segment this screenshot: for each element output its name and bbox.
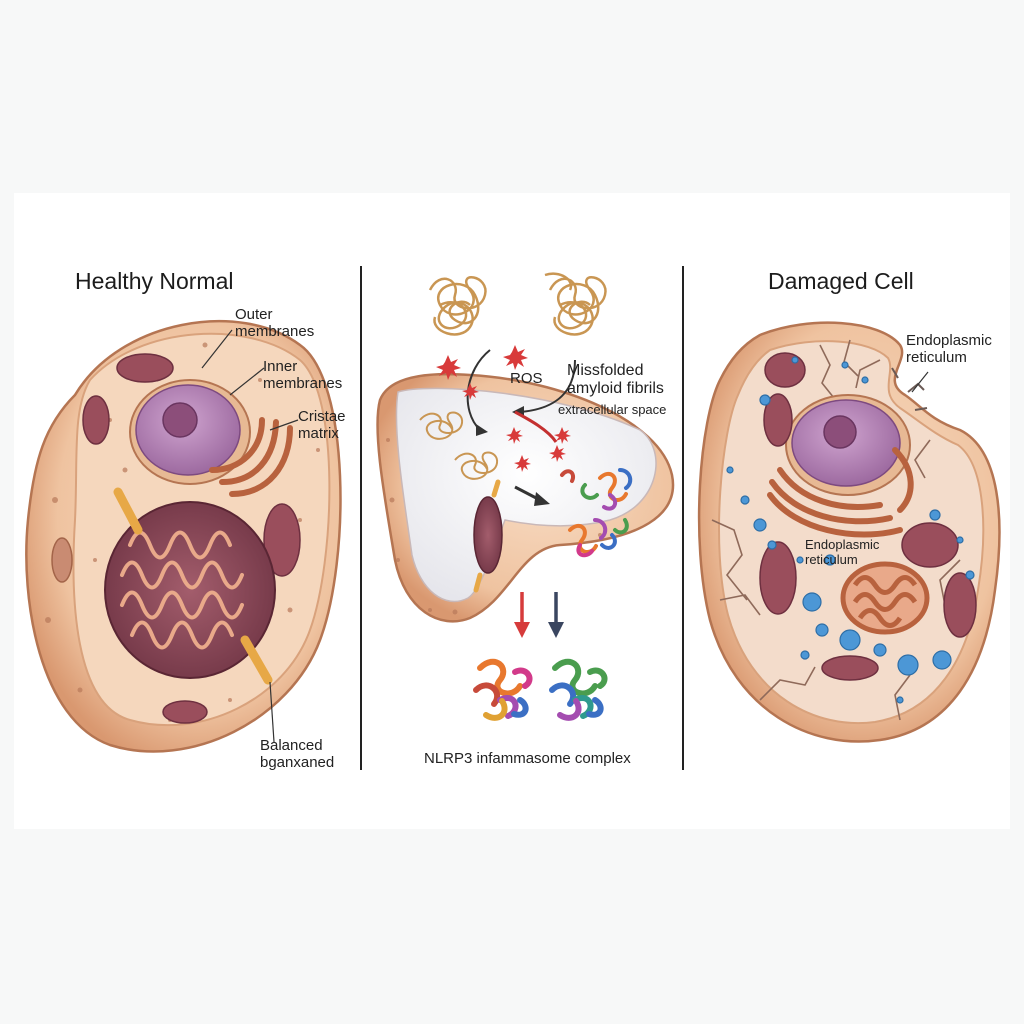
fibril-arrow [519, 359, 576, 413]
healthy-mitochondrion [104, 487, 276, 685]
balanced-label: Balanced bganxaned [260, 737, 335, 772]
healthy-organelle [263, 503, 301, 577]
membrane-cracks [711, 339, 961, 721]
damaged-er-top [767, 447, 914, 538]
stressed-cell [376, 272, 675, 721]
nlrp3-complex-label: NLRP3 infammasome complex [424, 750, 631, 767]
healthy-organelle [162, 700, 208, 724]
er-label-top: Endoplasmic reticulum [906, 332, 992, 367]
ros-bursts [436, 345, 571, 472]
damaged-organelle [764, 352, 806, 388]
cristae-matrix-label: Cristae matrix [298, 408, 346, 443]
healthy-nucleolus [162, 402, 198, 438]
healthy-organelle [82, 395, 110, 445]
inner-membranes-label: Inner membranes [263, 358, 343, 393]
stressed-cell-interior [395, 387, 657, 603]
amyloid-fibril-cluster-top [428, 272, 607, 336]
healthy-organelle [51, 537, 73, 583]
misfolded-protein-clusters [560, 468, 633, 558]
damaged-nucleolus [823, 415, 857, 449]
outer-membranes-label: Outer membranes [235, 306, 315, 341]
ros-label: ROS [510, 370, 543, 387]
healthy-er [209, 417, 293, 497]
healthy-panel-title: Healthy Normal [75, 268, 234, 294]
misfolded-fibrils-label: Missfolded amyloid fibrils [567, 362, 664, 398]
nlrp3-complex [473, 658, 608, 721]
damaged-cell [697, 321, 1001, 743]
damaged-panel-title: Damaged Cell [768, 268, 914, 294]
extracellular-space-label: extracellular space [558, 402, 667, 417]
damaged-organelle [763, 393, 793, 447]
damaged-er-middle [840, 561, 930, 635]
red-inflow-line [514, 410, 558, 443]
er-label-middle: Endoplasmic reticulum [805, 537, 880, 567]
damaged-organelle [901, 522, 959, 568]
amyloid-fibril-cluster-inner [419, 411, 499, 480]
healthy-cell [25, 319, 342, 753]
stressed-mitochondrion [473, 496, 503, 574]
damaged-organelle [759, 541, 797, 615]
damaged-organelle [943, 572, 977, 638]
damaged-organelle [821, 655, 879, 681]
healthy-leader-lines [201, 329, 299, 743]
vesicles [726, 356, 975, 704]
healthy-organelle [116, 353, 174, 383]
